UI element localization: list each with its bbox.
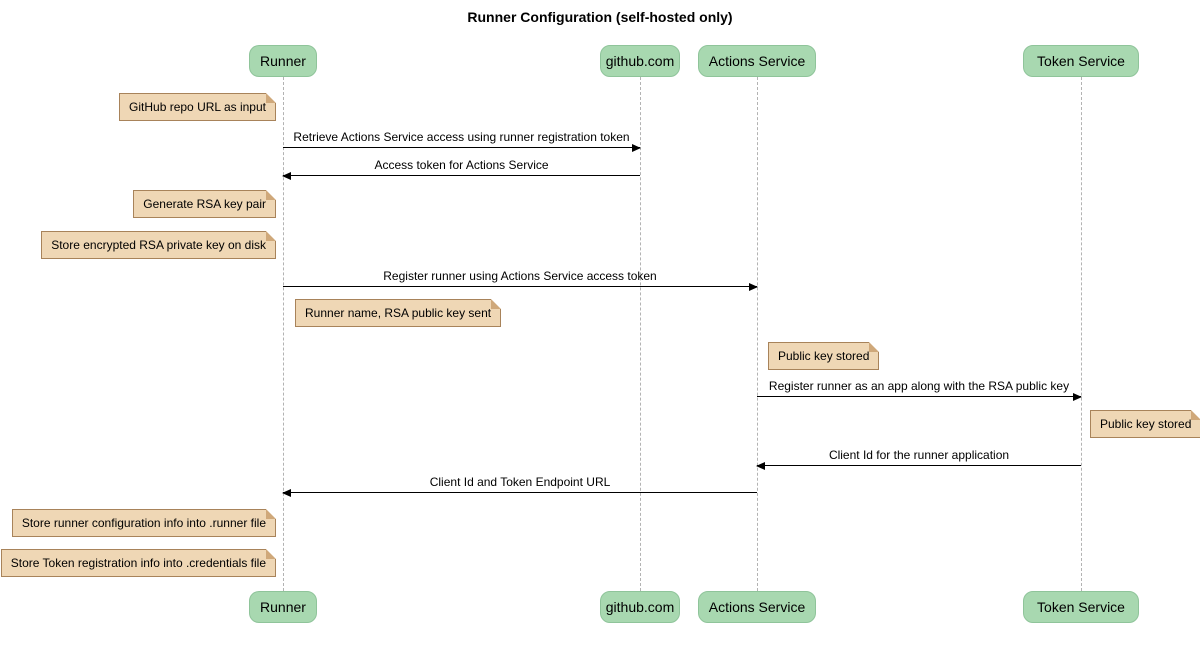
arrowhead-right-icon [632,144,641,152]
participant-actions-service-top: Actions Service [698,45,816,77]
message-client-id: Client Id for the runner application [756,448,1081,470]
arrowhead-left-icon [282,489,291,497]
arrowhead-right-icon [1073,393,1082,401]
participant-github-top: github.com [600,45,680,77]
message-label: Access token for Actions Service [374,158,549,172]
arrowhead-left-icon [756,462,765,470]
participant-token-service-bottom: Token Service [1023,591,1139,623]
message-label: Retrieve Actions Service access using ru… [293,130,630,144]
message-label: Client Id and Token Endpoint URL [429,475,611,489]
note-public-key-token: Public key stored [1090,410,1200,438]
note-repo-url: GitHub repo URL as input [119,93,276,121]
lifeline-runner [283,77,284,591]
participant-runner-bottom: Runner [249,591,317,623]
note-store-runner-file: Store runner configuration info into .ru… [11,509,277,537]
note-public-key-actions: Public key stored [768,342,880,370]
lifeline-actions-service [757,77,758,591]
participant-token-service-top: Token Service [1023,45,1139,77]
participant-actions-service-bottom: Actions Service [698,591,816,623]
message-label: Register runner as an app along with the… [768,379,1070,393]
note-store-private-key: Store encrypted RSA private key on disk [41,231,276,259]
note-store-credentials: Store Token registration info into .cred… [0,549,277,577]
lifeline-github [640,77,641,591]
message-register-runner: Register runner using Actions Service ac… [283,269,758,291]
message-label: Register runner using Actions Service ac… [383,269,657,283]
arrowhead-left-icon [282,172,291,180]
lifeline-token-service [1081,77,1082,591]
note-generate-rsa: Generate RSA key pair [133,190,276,218]
arrowhead-right-icon [749,283,758,291]
diagram-title: Runner Configuration (self-hosted only) [467,9,733,25]
message-retrieve-actions-access: Retrieve Actions Service access using ru… [283,130,641,152]
message-access-token: Access token for Actions Service [282,158,640,180]
message-register-app: Register runner as an app along with the… [757,379,1082,401]
participant-runner-top: Runner [249,45,317,77]
participant-github-bottom: github.com [600,591,680,623]
message-label: Client Id for the runner application [828,448,1010,462]
message-client-id-endpoint: Client Id and Token Endpoint URL [282,475,757,497]
note-runner-name-sent: Runner name, RSA public key sent [295,299,502,327]
